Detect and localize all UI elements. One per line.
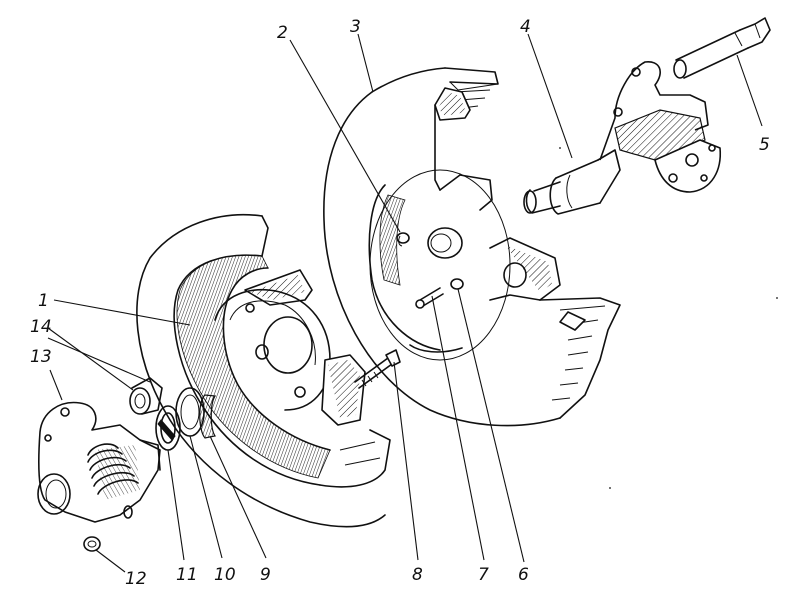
leader-7	[431, 295, 485, 561]
leader-4	[527, 33, 573, 159]
leader-1	[53, 299, 191, 326]
leader-13	[49, 369, 63, 401]
bushing-14	[129, 377, 163, 415]
seal-9	[199, 394, 217, 439]
label-1: 1	[38, 291, 49, 311]
label-4: 4	[520, 17, 531, 37]
label-12: 12	[125, 569, 147, 589]
wheel-disc-3	[323, 67, 621, 427]
leader-9	[209, 435, 267, 559]
label-9: 9	[260, 565, 271, 585]
nut-12	[83, 536, 101, 552]
spring-13	[87, 443, 140, 500]
leader-14b	[47, 337, 151, 383]
label-5: 5	[759, 135, 770, 155]
leader-3	[357, 33, 374, 93]
label-2: 2	[277, 23, 288, 43]
part-labels: 1 2 3 4 5 6 7 8 9 10 11 12 13 14	[30, 17, 770, 589]
label-6: 6	[518, 565, 529, 585]
shaft-4	[523, 61, 722, 215]
leader-5	[736, 54, 763, 127]
bolt-8	[354, 349, 401, 389]
bolt-7	[415, 287, 444, 309]
label-7: 7	[478, 565, 489, 585]
leader-lines	[47, 33, 763, 573]
leader-14	[47, 327, 134, 391]
label-3: 3	[350, 17, 361, 37]
bracket-13	[37, 401, 161, 523]
leader-8	[393, 361, 419, 561]
specks	[559, 147, 778, 489]
leader-6	[457, 288, 525, 563]
label-13: 13	[30, 347, 52, 367]
label-10: 10	[214, 565, 236, 585]
brake-drum-1	[136, 213, 391, 528]
leader-10	[189, 435, 223, 559]
label-8: 8	[412, 565, 423, 585]
rod-5	[673, 17, 771, 79]
label-11: 11	[176, 565, 198, 585]
leader-12	[95, 549, 126, 573]
label-14: 14	[30, 317, 52, 337]
leader-2	[289, 39, 401, 233]
leader-11	[167, 449, 185, 561]
